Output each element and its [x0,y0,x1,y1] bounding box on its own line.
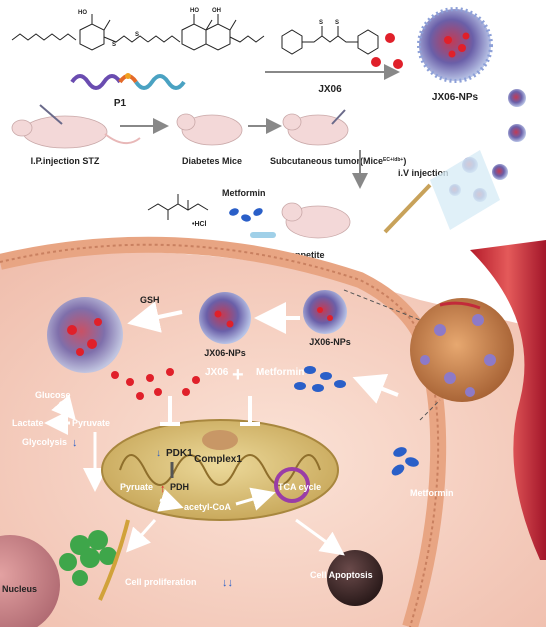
metformin-cell-label: Metformin [256,367,304,378]
proliferating-cells [59,519,130,601]
large-nanoparticle [417,7,493,83]
appetite-mouse [250,202,351,239]
down-arrow-icon: ↓ [156,448,161,459]
svg-text:S: S [135,32,139,38]
tumor-mouse [282,109,349,146]
pyruvate-label: Pyruvate [72,418,110,428]
metformin-cell-pills [294,366,346,392]
jx06-molecule [281,26,379,55]
down-arrow-icon: ↓ [72,437,78,449]
apoptosis-label: Cell Apoptosis [310,570,373,580]
svg-text:S: S [319,20,323,26]
plus-sign: + [232,364,244,386]
inner-nanoparticle [199,292,251,344]
nucleus [0,535,60,627]
drug-dot [385,33,395,43]
metformin-outer-label: Metformin [410,488,454,498]
metformin-top-label: Metformin [222,188,266,198]
p1-polymer-icon [70,73,186,90]
outer-nanoparticle [303,290,347,334]
up-arrow-icon: ↑ [160,483,166,495]
outer-metformin-pills [391,447,419,476]
lactate-label: Lactate [12,418,44,428]
diabetes-label: Diabetes Mice [182,156,242,166]
glycolysis-label: Glycolysis [22,437,67,447]
apoptotic-cell [327,550,383,606]
p1-label: P1 [114,98,127,109]
svg-text:S: S [335,20,339,26]
gsh-label: GSH [140,295,160,305]
drug-dot [371,57,381,67]
svg-text:S: S [112,42,116,48]
released-jx06 [111,368,200,400]
tumor-mass [410,298,514,402]
cell-panel: GSH JX06-NPs JX06-NPs JX06 + Metformin [0,236,546,627]
svg-text:OH: OH [212,8,221,14]
hcl-label: •HCl [192,221,207,228]
jx06-nps-inner-label: JX06-NPs [204,348,246,358]
svg-text:HO: HO [78,10,87,16]
proliferation-label: Cell proliferation [125,577,197,587]
svg-text:HO: HO [190,8,199,14]
iv-injection-label: i.V injection [398,168,449,178]
jx06-cell-label: JX06 [205,367,229,378]
drug-dot [393,59,403,69]
acetyl-coa-label: acetyl-CoA [184,502,232,512]
top-panel: HO HO OH S S P1 S S JX06 [11,7,526,260]
blood-vessel [470,240,546,560]
metformin-molecule [147,194,209,220]
tca-cycle-label: TCA cycle [278,482,321,492]
jx06-nps-top-label: JX06-NPs [432,92,479,103]
tumor-label: Subcutaneous tumor(MiceEC+/db+) [270,156,406,166]
jx06-label-top: JX06 [318,84,342,95]
glucose-label: Glucose [35,390,71,400]
syringe-icon [383,183,432,234]
nucleus-label: Nucleus [2,584,37,594]
metformin-pills [229,208,263,222]
complex1-label: Complex1 [194,454,242,465]
pdk1-label: PDK1 [166,448,193,459]
diabetes-mouse [176,113,243,146]
polymer-structure [11,14,265,51]
stz-mouse [11,104,141,149]
pdh-label: PDH [170,482,189,492]
disassembled-nanoparticle [47,297,123,373]
stz-label: I.P.injection STZ [31,156,100,166]
pyruate-label: Pyruate [120,482,153,492]
down-arrow-icon: ↓↓ [222,577,233,589]
jx06-nps-outer-label: JX06-NPs [309,337,351,347]
